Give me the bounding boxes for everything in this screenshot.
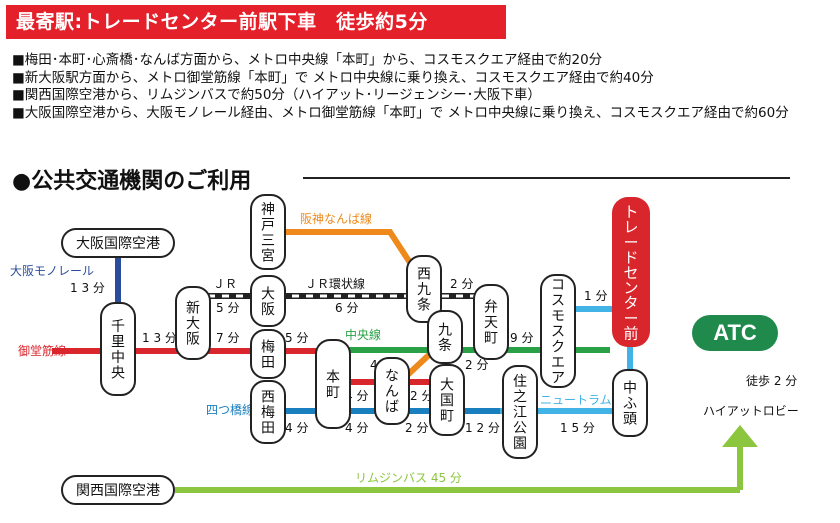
station-namba-pill <box>374 357 410 425</box>
station-nishiumeda: 西梅田 <box>250 380 286 444</box>
note-shinosaka: ■新大阪駅方面から、メトロ御堂筋線「本町」で メトロ中央線に乗り換え、コスモスク… <box>12 69 654 86</box>
station-cosmo-label: コスモスクエア <box>551 278 565 387</box>
station-itami: 大阪国際空港 <box>61 228 175 258</box>
station-kansai: 関西国際空港 <box>61 475 175 505</box>
station-senri: 千里中央 <box>100 302 136 396</box>
station-shinosaka: 新大阪 <box>175 286 211 360</box>
station-daikokucho-pill <box>429 364 465 436</box>
bus-arrow-head <box>722 425 758 447</box>
access-notes: ■梅田･本町･心斎橋･なんば方面から、メトロ中央線「本町」から、コスモスクエア経… <box>12 52 789 122</box>
station-nakafuto: 中ふ頭 <box>612 369 648 437</box>
station-daikokucho: 大国町 <box>429 364 465 436</box>
note-itami: ■大阪国際空港から、大阪モノレール経由、メトロ御堂筋線「本町」で メトロ中央線に… <box>12 104 789 121</box>
station-nishikujo-pill <box>406 255 442 323</box>
time-jr-a: 5 分 <box>216 301 239 315</box>
station-shinosaka-label: 新大阪 <box>186 301 200 348</box>
station-bentencho-pill <box>473 284 509 360</box>
station-kujo: 九条 <box>427 310 463 364</box>
station-kobe-label: 神戸三宮 <box>261 202 275 265</box>
station-nakafuto-label: 中ふ頭 <box>623 381 637 428</box>
time-yotsu-b: 4 分 <box>345 421 368 435</box>
time-midosuji-a: 1 3 分 <box>142 331 177 345</box>
station-hommachi: 本町 <box>315 339 351 429</box>
station-daikokucho-label: 大国町 <box>440 378 454 425</box>
station-itami-label: 大阪国際空港 <box>76 236 160 252</box>
station-senri-pill <box>100 302 136 396</box>
time-chuo-b: 2 分 <box>465 358 488 372</box>
time-yotsu-a: 4 分 <box>285 421 308 435</box>
time-chuo-c: 9 分 <box>510 331 533 345</box>
station-umeda-pill <box>250 329 286 379</box>
station-tradecenter-pill <box>612 197 650 347</box>
station-nishiumeda-label: 西梅田 <box>261 390 275 437</box>
time-midosuji-b: 7 分 <box>216 331 239 345</box>
hyatt-lobby-label: ハイアットロビー <box>703 404 799 418</box>
note-kansai: ■関西国際空港から、リムジンバスで約50分（ハイアット･リージェンシー･大阪下車… <box>12 87 541 103</box>
vertical-stations: 千里中央 新大阪 神戸三宮大阪梅田西梅田 本町 なんば 西九条弁天町 九条大国町 住之江公園 コ… <box>100 194 650 459</box>
station-nishikujo: 西九条 <box>406 255 442 323</box>
station-cosmo: コスモスクエア <box>540 274 576 388</box>
section-title: ●公共交通機関のご利用 <box>12 169 252 194</box>
atc-label: ATC <box>713 320 757 345</box>
station-kobe: 神戸三宮 <box>250 194 286 270</box>
station-kujo-label: 九条 <box>438 322 452 354</box>
station-tradecenter: トレードセンター前 <box>612 197 650 347</box>
time-jr-b: 6 分 <box>335 301 358 315</box>
label-newtram: ニュートラム <box>540 393 612 407</box>
station-kobe-pill <box>250 194 286 270</box>
section-rule <box>303 177 790 179</box>
station-shinosaka-pill <box>175 286 211 360</box>
station-namba-label: なんば <box>385 369 399 416</box>
label-yotsubashi: 四つ橋線 <box>206 402 254 417</box>
time-cosmo-tc: 1 分 <box>584 289 607 303</box>
station-tradecenter-label: トレードセンター前 <box>623 203 638 343</box>
label-monorail: 大阪モノレール <box>10 264 94 278</box>
label-jr-loop: ＪＲ環状線 <box>305 276 365 291</box>
station-senri-label: 千里中央 <box>111 319 125 382</box>
label-bus: リムジンバス 45 分 <box>355 471 462 485</box>
label-chuo: 中央線 <box>345 327 381 342</box>
time-jr-c: 2 分 <box>450 277 473 291</box>
page-title-banner: 最寄駅:トレードセンター前駅下車 徒歩約5分 <box>6 5 506 39</box>
station-hommachi-label: 本町 <box>326 369 340 401</box>
label-jr: ＪＲ <box>213 277 237 291</box>
time-midosuji-c: 5 分 <box>285 331 308 345</box>
station-suminoe: 住之江公園 <box>502 365 538 459</box>
station-osaka-label: 大阪 <box>261 286 275 318</box>
station-hommachi-pill <box>315 339 351 429</box>
station-suminoe-pill <box>502 365 538 459</box>
station-bentencho: 弁天町 <box>473 284 509 360</box>
station-cosmo-pill <box>540 274 576 388</box>
time-yotsu-c: 2 分 <box>405 421 428 435</box>
station-kansai-label: 関西国際空港 <box>76 483 160 499</box>
time-monorail: 1 3 分 <box>70 281 105 295</box>
time-yotsu-d: 1 2 分 <box>465 421 500 435</box>
station-osaka-pill <box>250 275 286 327</box>
station-kujo-pill <box>427 310 463 364</box>
time-namba-b: 2 分 <box>410 389 433 403</box>
station-osaka: 大阪 <box>250 275 286 327</box>
note-umeda: ■梅田･本町･心斎橋･なんば方面から、メトロ中央線「本町」から、コスモスクエア経… <box>12 52 603 68</box>
hanshin-line <box>280 229 423 280</box>
station-suminoe-label: 住之江公園 <box>513 374 527 452</box>
station-nishikujo-label: 西九条 <box>417 267 431 314</box>
station-umeda-label: 梅田 <box>261 339 275 371</box>
station-nakafuto-pill <box>612 369 648 437</box>
time-yotsu-e: 1 5 分 <box>560 421 595 435</box>
atc-badge: ATC <box>692 315 778 351</box>
station-namba: なんば <box>374 357 410 425</box>
station-umeda: 梅田 <box>250 329 286 379</box>
label-midosuji: 御堂筋線 <box>18 343 66 358</box>
station-bentencho-label: 弁天町 <box>484 300 498 347</box>
time-walk: 徒歩 2 分 <box>746 373 797 388</box>
label-hanshin: 阪神なんば線 <box>300 211 372 226</box>
station-nishiumeda-pill <box>250 380 286 444</box>
